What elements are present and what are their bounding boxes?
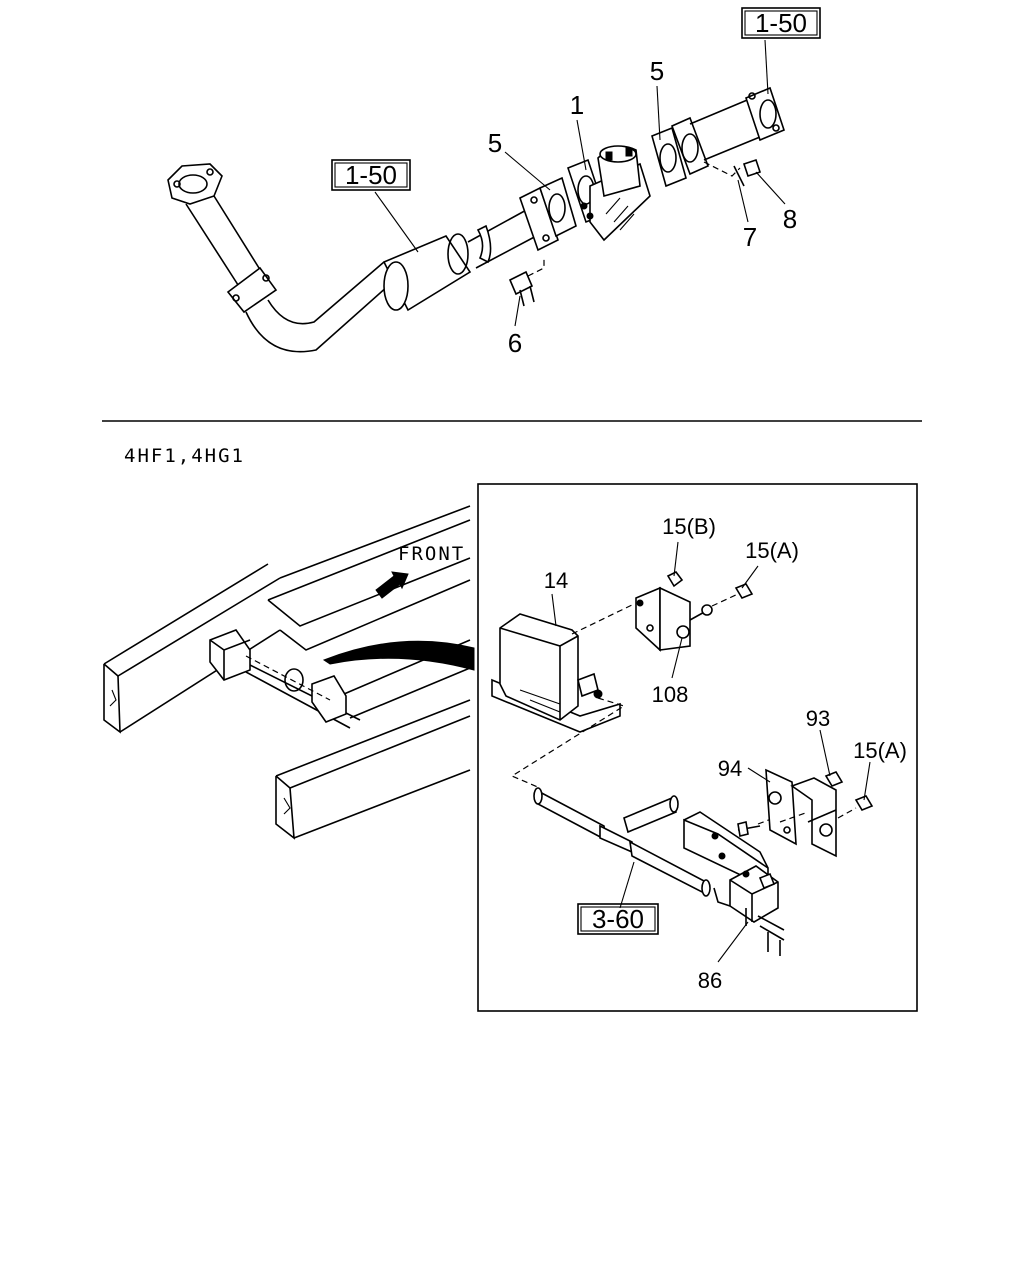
svg-text:1-50: 1-50 [345,160,397,190]
detail-components [491,570,874,956]
callout-7: 7 [743,222,757,252]
engine-variant-label: 4HF1,4HG1 [124,445,245,467]
callout-leaders-detail [551,541,871,963]
callout-15b: 15(B) [662,514,716,539]
callout-5-left: 5 [488,128,502,158]
callout-93: 93 [806,706,830,731]
callout-14: 14 [544,568,568,593]
callout-leaders-top [374,39,786,327]
callout-86: 86 [698,968,722,993]
callout-15a-bottom: 15(A) [853,738,907,763]
callout-6: 6 [508,328,522,358]
callout-15a-top: 15(A) [745,538,799,563]
front-direction-label: FRONT [398,543,465,565]
callout-8: 8 [783,204,797,234]
callout-94: 94 [718,756,742,781]
detail-frame [477,483,918,1012]
ref-box-bottom: 3-60 [577,903,659,935]
callout-108: 108 [652,682,689,707]
callout-1: 1 [570,90,584,120]
ref-box-top-right: 1-50 [741,7,821,39]
exhaust-pipe-assembly [167,86,785,353]
svg-text:1-50: 1-50 [755,8,807,38]
chassis-frame-view [103,505,475,840]
callout-5-right: 5 [650,56,664,86]
ref-box-pipe: 1-50 [331,159,411,191]
svg-text:3-60: 3-60 [592,904,644,934]
